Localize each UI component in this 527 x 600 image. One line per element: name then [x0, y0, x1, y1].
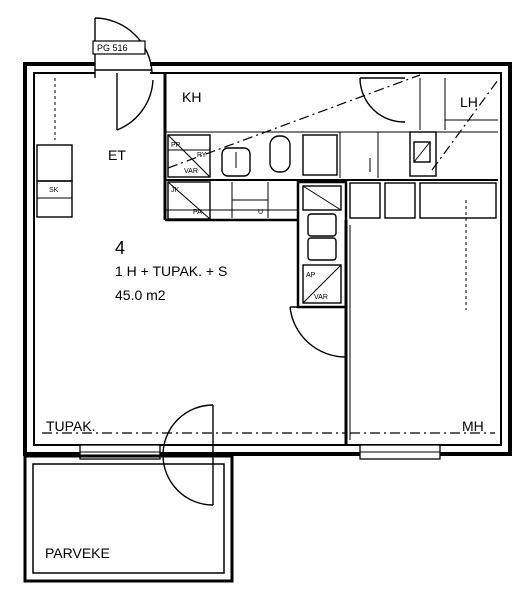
- kitchen-partition: [163, 73, 498, 222]
- var2-label: VAR: [314, 294, 328, 301]
- bathroom: AP VAR: [289, 180, 348, 358]
- outer-walls: [23, 58, 512, 456]
- entry-closet: SK: [36, 78, 73, 218]
- room-label-bedroom: MH: [462, 418, 484, 434]
- door-tag: PG 516: [97, 43, 128, 53]
- outer-wall-inner: [33, 72, 502, 446]
- entry-door: PG 516: [92, 17, 153, 78]
- right-counters: [349, 182, 497, 219]
- jk-cabinet: JK PA U: [167, 181, 268, 220]
- room-label-living: TUPAK.: [46, 418, 96, 434]
- lh-closet: LH: [359, 77, 499, 171]
- entry-inner-door: [116, 73, 154, 131]
- pa-label: PA: [193, 209, 202, 216]
- apartment-area: 45.0 m2: [115, 287, 166, 303]
- bedroom-partition: [344, 200, 467, 445]
- outer-wall-frame: [23, 62, 512, 456]
- room-label-balcony: PARVEKE: [45, 545, 110, 561]
- py-label: PY: [197, 152, 207, 159]
- apartment-number: 4: [115, 238, 125, 258]
- ap-label: AP: [306, 272, 316, 279]
- closet-label: SK: [49, 187, 59, 194]
- jk-label: JK: [171, 187, 180, 194]
- room-label-kitchen: KH: [182, 89, 201, 105]
- room-label-entry: ET: [108, 147, 126, 163]
- u-label: U: [258, 209, 263, 216]
- room-label-linen: LH: [460, 94, 478, 110]
- pp-label: PP: [171, 142, 181, 149]
- pp-cabinet: PP PY VAR: [167, 134, 211, 178]
- apartment-info: 4 1 H + TUPAK. + S 45.0 m2: [115, 238, 227, 303]
- apartment-type: 1 H + TUPAK. + S: [115, 263, 227, 279]
- var1-label: VAR: [184, 168, 198, 175]
- kitchen-fixtures: [221, 131, 437, 177]
- balcony: PARVEKE: [23, 454, 234, 583]
